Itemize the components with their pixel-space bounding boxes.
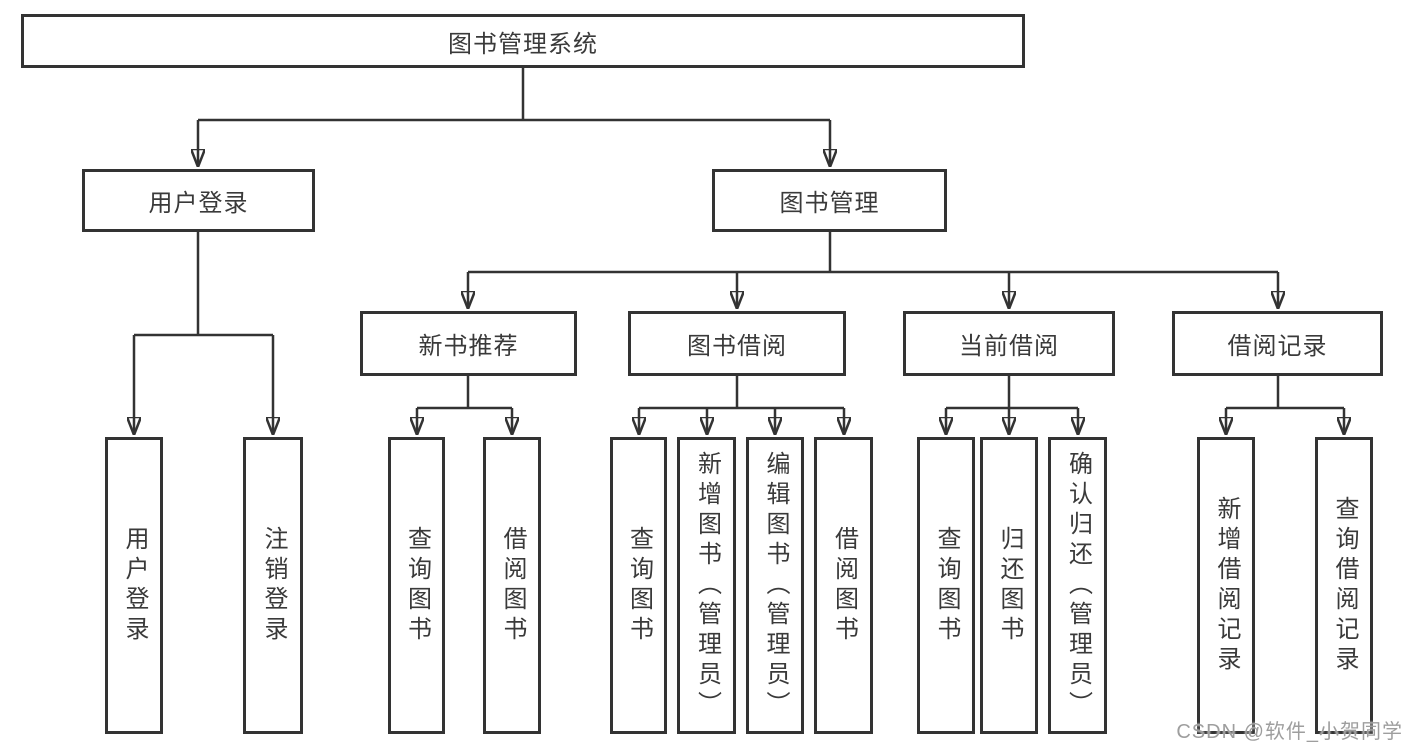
leaf-nbr-query-book: 查询图书 — [388, 437, 445, 734]
leaf-cb-query-book-label: 查询图书 — [933, 525, 960, 646]
leaf-bb-query-book-label: 查询图书 — [625, 525, 653, 646]
leaf-br-add-record: 新增借阅记录 — [1197, 437, 1255, 734]
node-book-borrow: 图书借阅 — [628, 311, 846, 376]
leaf-cb-return-book-label: 归还图书 — [996, 525, 1023, 646]
leaf-cb-confirm-return-admin: 确认归还（管理员） — [1048, 437, 1107, 734]
connector-line — [198, 68, 830, 122]
connector-root-to-level2 — [198, 68, 830, 166]
connector-book-borrow-to-leaves — [639, 376, 844, 434]
leaf-nbr-query-book-label: 查询图书 — [403, 525, 431, 646]
node-user-login: 用户登录 — [82, 169, 315, 232]
leaf-cb-return-book: 归还图书 — [980, 437, 1038, 734]
node-root-label: 图书管理系统 — [448, 30, 598, 58]
leaf-nbr-borrow-book: 借阅图书 — [483, 437, 541, 734]
node-new-book-recommend: 新书推荐 — [360, 311, 577, 376]
node-book-management-label: 图书管理 — [779, 190, 880, 217]
connector-line — [946, 376, 1078, 410]
leaf-br-add-record-label: 新增借阅记录 — [1213, 495, 1240, 676]
connector-book-management-to-level3 — [468, 232, 1278, 308]
connector-line — [1226, 376, 1344, 410]
connector-line — [468, 232, 1278, 274]
leaf-bb-borrow-book-label: 借阅图书 — [830, 525, 858, 646]
node-user-login-label: 用户登录 — [148, 190, 249, 217]
connector-line — [134, 232, 273, 337]
node-current-borrow: 当前借阅 — [903, 311, 1115, 376]
node-book-management: 图书管理 — [712, 169, 947, 232]
leaf-bb-add-book-admin-label: 新增图书（管理员） — [693, 450, 721, 721]
node-book-borrow-label: 图书借阅 — [687, 333, 787, 360]
connector-line — [417, 376, 512, 410]
leaf-user-login-label: 用户登录 — [121, 525, 148, 646]
leaf-logout: 注销登录 — [243, 437, 303, 734]
connector-new-book-to-leaves — [417, 376, 512, 434]
leaf-bb-borrow-book: 借阅图书 — [814, 437, 873, 734]
watermark: CSDN @软件_小贺同学 — [1176, 721, 1403, 743]
node-root: 图书管理系统 — [21, 14, 1025, 68]
leaf-br-query-record-label: 查询借阅记录 — [1331, 495, 1358, 676]
leaf-br-query-record: 查询借阅记录 — [1315, 437, 1373, 734]
connector-line — [639, 376, 844, 410]
leaf-nbr-borrow-book-label: 借阅图书 — [499, 525, 526, 646]
node-current-borrow-label: 当前借阅 — [959, 333, 1059, 360]
node-borrow-record-label: 借阅记录 — [1227, 333, 1328, 360]
leaf-bb-edit-book-admin-label: 编辑图书（管理员） — [762, 450, 789, 721]
leaf-logout-label: 注销登录 — [260, 525, 287, 646]
leaf-cb-confirm-return-admin-label: 确认归还（管理员） — [1064, 450, 1092, 721]
leaf-bb-query-book: 查询图书 — [610, 437, 667, 734]
connector-current-borrow-to-leaves — [946, 376, 1078, 434]
leaf-bb-edit-book-admin: 编辑图书（管理员） — [746, 437, 804, 734]
node-new-book-recommend-label: 新书推荐 — [418, 333, 519, 360]
connector-user-login-to-leaves — [134, 232, 273, 434]
node-borrow-record: 借阅记录 — [1172, 311, 1383, 376]
connector-borrow-record-to-leaves — [1226, 376, 1344, 434]
leaf-bb-add-book-admin: 新增图书（管理员） — [677, 437, 736, 734]
leaf-cb-query-book: 查询图书 — [917, 437, 975, 734]
leaf-user-login: 用户登录 — [105, 437, 163, 734]
